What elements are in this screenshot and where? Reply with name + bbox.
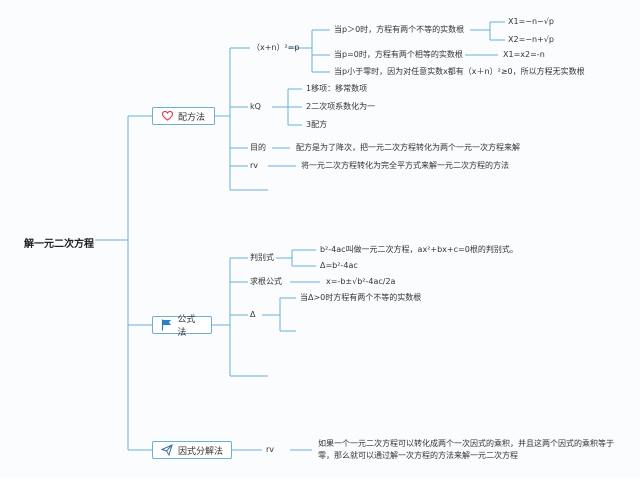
branch-title: 因式分解法 [178,446,224,457]
node-root-formula-text[interactable]: x=-b±√b²-4ac/2a [326,277,396,286]
branch-factoring-method[interactable]: 因式分解法 [152,441,232,459]
node-p-negative[interactable]: 当p小于零时，因为对任意实数x都有（x＋n）²≥0，所以方程无实数根 [334,67,585,76]
node-p-positive[interactable]: 当p＞0时，方程有两个不等的实数根 [334,25,465,34]
node-step-3[interactable]: 3配方 [306,120,328,129]
node-purpose-text[interactable]: 配方是为了降次，把一元二次方程转化为两个一元一次方程来解 [296,143,520,152]
node-step-1[interactable]: 1移项：移常数项 [306,84,368,93]
branch-title: 公式法 [177,315,196,338]
node-root-formula[interactable]: 求根公式 [250,277,282,286]
node-root-x2[interactable]: X2=−n+√p [508,35,554,44]
node-vertex-form[interactable]: （x+n）²=p [252,43,300,52]
node-factoring-definition[interactable]: rv [266,445,275,454]
node-p-zero[interactable]: 当p=0时，方程有两个相等的实数根 [334,50,463,59]
heart-icon [161,110,173,122]
send-icon [161,444,173,456]
node-definition-text[interactable]: 将一元二次方程转化为完全平方式来解一元二次方程的方法 [301,161,509,170]
branch-title: 配方法 [178,112,206,123]
node-factoring-text[interactable]: 如果一个一元二次方程可以转化成两个一次因式的乘积，并且这两个因式的乘积等于零，那… [318,439,614,460]
branch-completing-square[interactable]: 配方法 [152,107,215,125]
node-definition[interactable]: rv [250,161,259,170]
branch-formula-method[interactable]: 公式法 [152,315,212,338]
node-purpose[interactable]: 目的 [250,143,266,152]
node-discriminant[interactable]: 判别式 [250,253,274,262]
node-delta-positive[interactable]: 当Δ>0时方程有两个不等的实数根 [300,293,422,302]
node-root-x1[interactable]: X1=−n−√p [508,17,554,26]
flag-icon [161,319,172,331]
node-equal-roots[interactable]: X1=x2=-n [503,50,545,59]
node-steps[interactable]: kQ [250,102,261,111]
node-delta[interactable]: Δ [250,310,256,319]
node-step-2[interactable]: 2二次项系数化为一 [306,102,376,111]
node-discriminant-def[interactable]: b²-4ac叫做一元二次方程，ax²+bx+c=0根的判别式。 [320,245,518,254]
node-discriminant-formula[interactable]: Δ=b²-4ac [320,261,358,270]
root-topic[interactable]: 解一元二次方程 [24,239,94,250]
